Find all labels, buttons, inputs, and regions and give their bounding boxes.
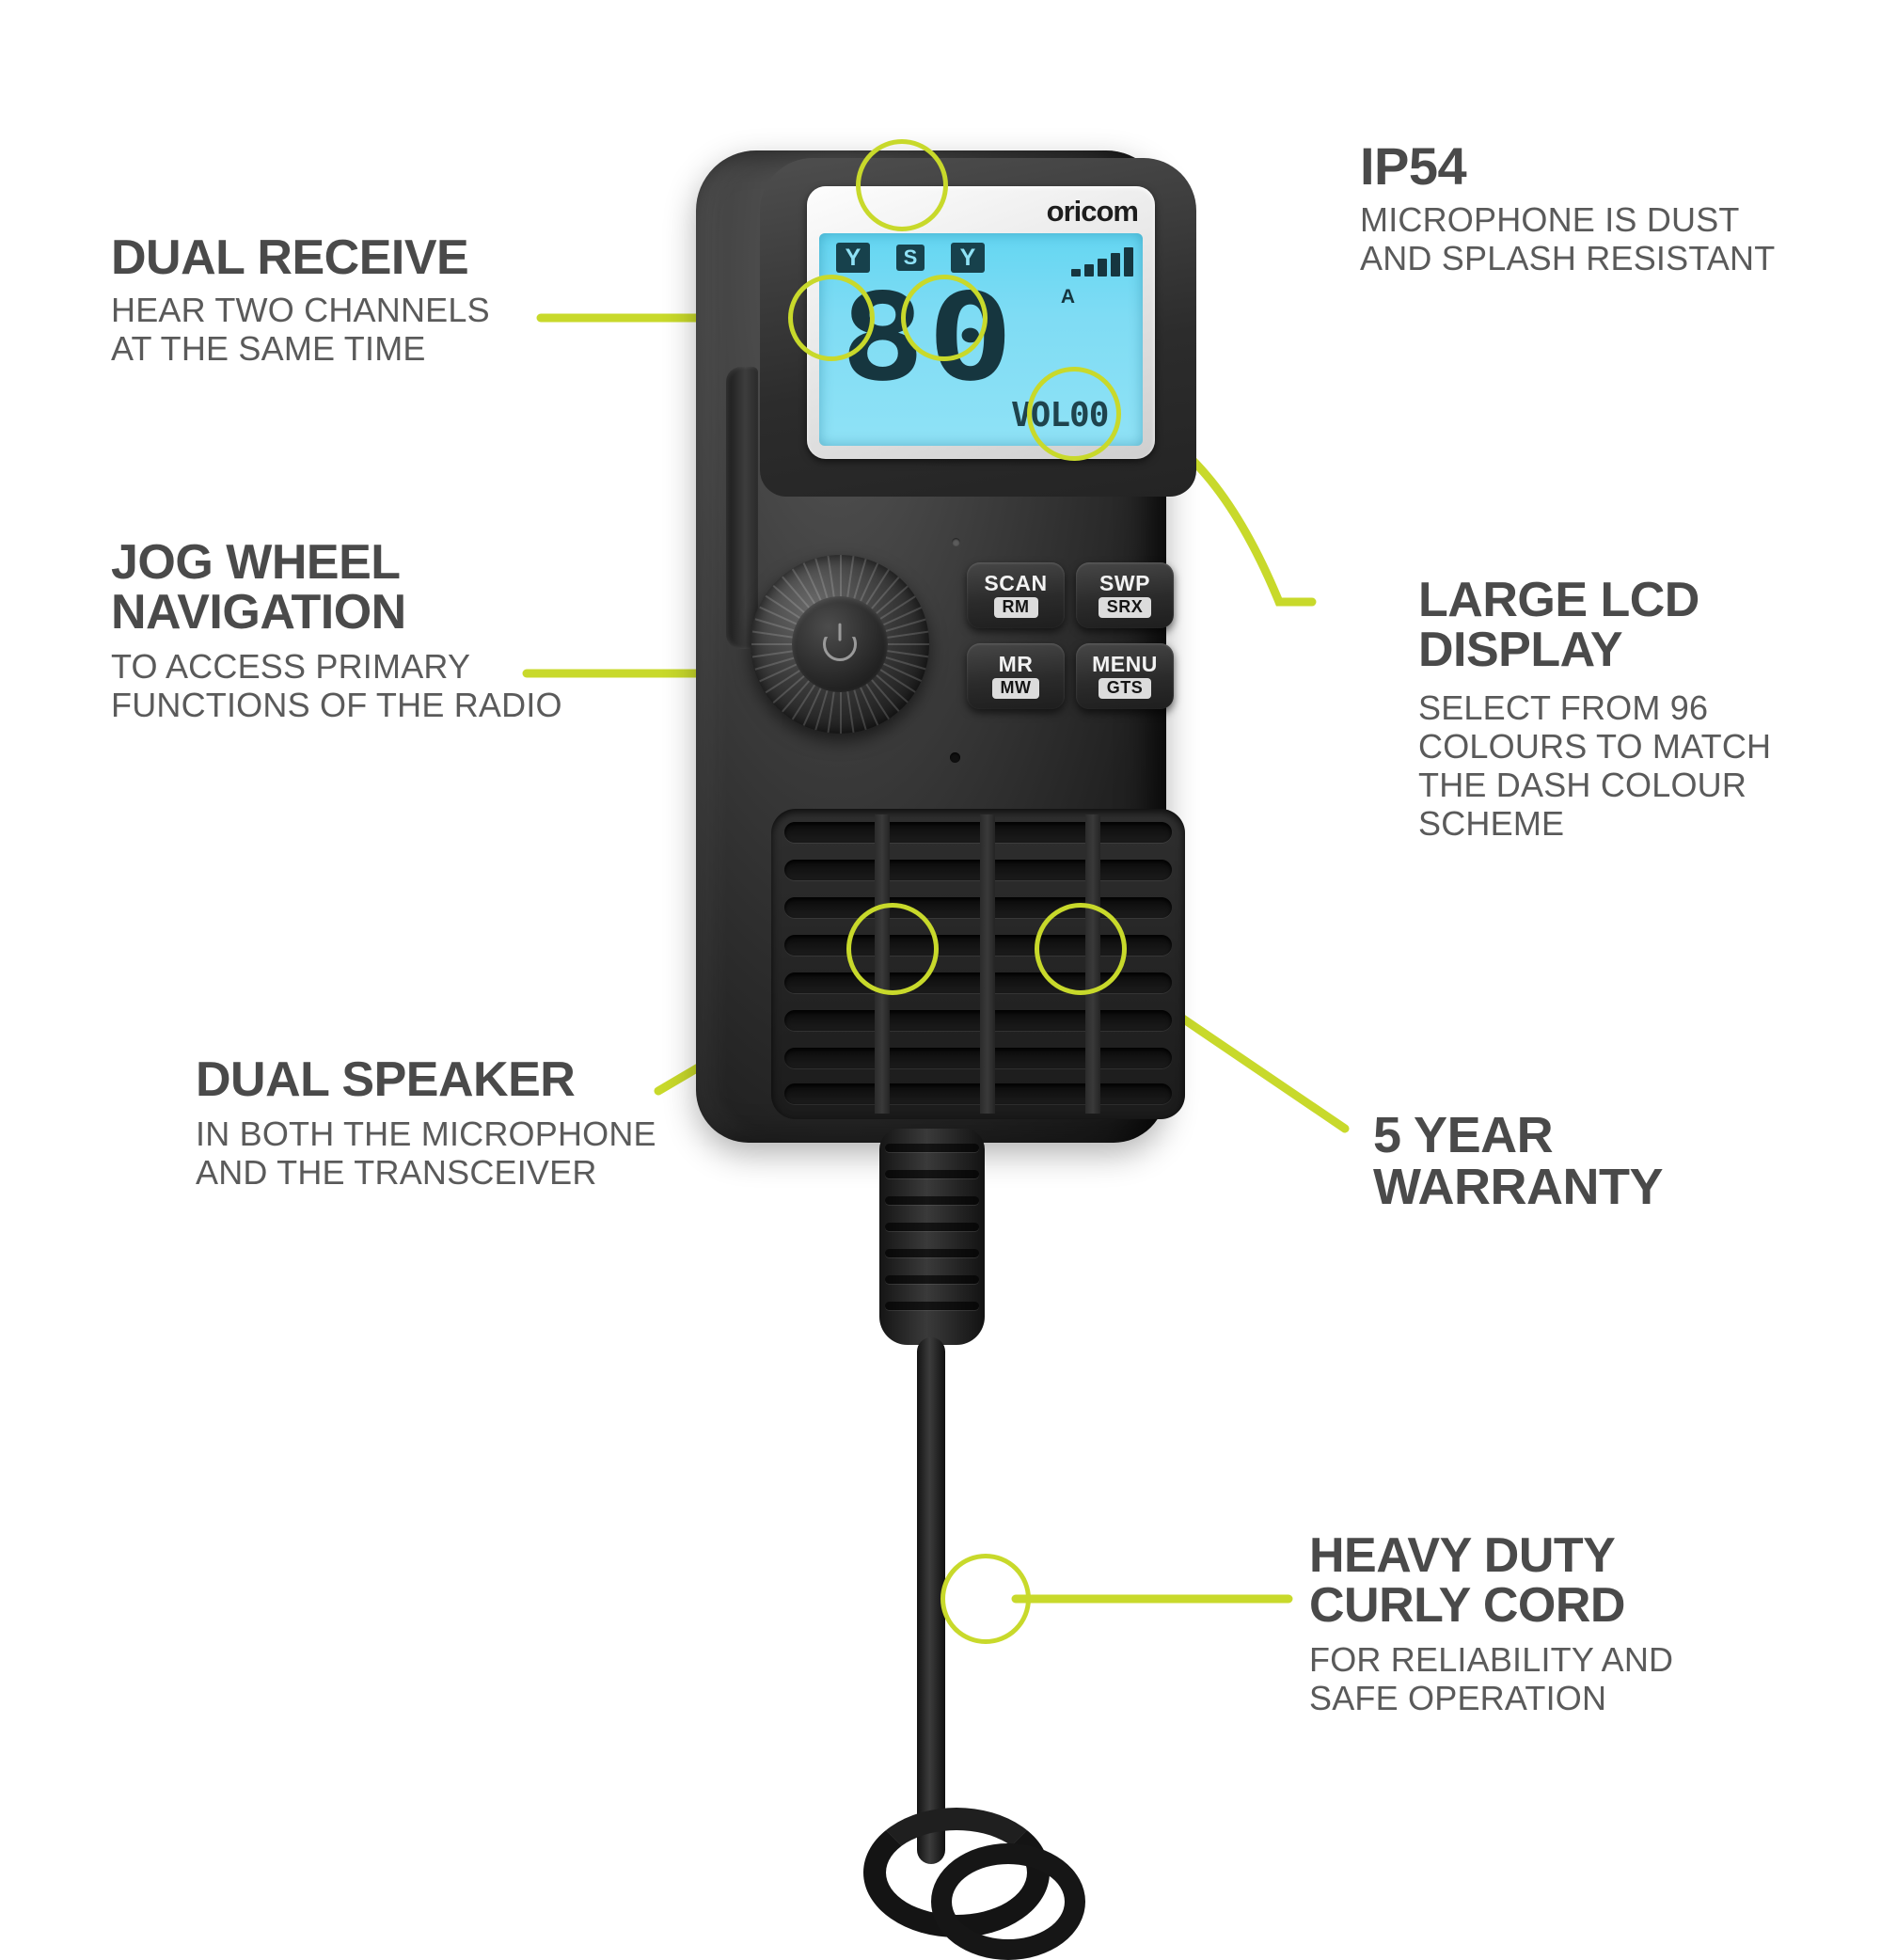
highlight-ring-dual-recv-2 bbox=[901, 275, 988, 361]
callout-warranty: 5 YEAR WARRANTY bbox=[1373, 1107, 1825, 1216]
button-scan-label: SCAN bbox=[984, 571, 1048, 596]
brand-logo: oricom bbox=[1046, 195, 1139, 228]
callout-jog-wheel: JOG WHEEL NAVIGATION TO ACCESS PRIMARY F… bbox=[111, 535, 600, 725]
button-swp-sublabel: SRX bbox=[1098, 597, 1152, 618]
callout-large-lcd: LARGE LCD DISPLAY SELECT FROM 96 COLOURS… bbox=[1418, 573, 1860, 844]
highlight-ring-ip54 bbox=[856, 139, 948, 231]
callout-ip54-desc: MICROPHONE IS DUST AND SPLASH RESISTANT bbox=[1360, 200, 1776, 278]
button-swp-label: SWP bbox=[1099, 571, 1150, 596]
callout-curly-cord-desc: FOR RELIABILITY AND SAFE OPERATION bbox=[1309, 1640, 1674, 1718]
button-scan[interactable]: SCAN RM bbox=[967, 562, 1065, 628]
microphone-port bbox=[950, 752, 960, 763]
jog-wheel[interactable] bbox=[751, 555, 929, 734]
speaker-microphone-photo: oricom Y S Y A 80 VOL00 bbox=[649, 150, 1213, 1960]
callout-dual-speaker-desc: IN BOTH THE MICROPHONE AND THE TRANSCEIV… bbox=[196, 1114, 656, 1193]
button-swp[interactable]: SWP SRX bbox=[1076, 562, 1174, 628]
button-scan-sublabel: RM bbox=[993, 597, 1038, 618]
band-indicator: A bbox=[1060, 286, 1075, 308]
callout-ip54-title: IP54 bbox=[1360, 136, 1467, 196]
cord-strain-relief bbox=[879, 1129, 985, 1345]
callout-large-lcd-desc: SELECT FROM 96 COLOURS TO MATCH THE DASH… bbox=[1418, 688, 1772, 844]
scan-s-icon: S bbox=[896, 245, 925, 271]
highlight-ring-cord bbox=[940, 1554, 1031, 1644]
speaker-grille bbox=[771, 809, 1185, 1119]
highlight-ring-warranty bbox=[1035, 903, 1127, 995]
callout-jog-wheel-desc: TO ACCESS PRIMARY FUNCTIONS OF THE RADIO bbox=[111, 647, 562, 725]
callout-jog-wheel-title: JOG WHEEL NAVIGATION bbox=[111, 535, 406, 640]
button-mr-label: MR bbox=[998, 652, 1034, 677]
callout-ip54: IP54 MICROPHONE IS DUST AND SPLASH RESIS… bbox=[1360, 139, 1881, 277]
callout-dual-speaker-title: DUAL SPEAKER bbox=[196, 1052, 576, 1107]
power-icon bbox=[823, 637, 857, 661]
highlight-ring-lcd bbox=[1027, 367, 1121, 461]
callout-curly-cord: HEAVY DUTY CURLY CORD FOR RELIABILITY AN… bbox=[1309, 1528, 1817, 1718]
callout-curly-cord-title: HEAVY DUTY CURLY CORD bbox=[1309, 1528, 1625, 1634]
button-menu-label: MENU bbox=[1092, 652, 1158, 677]
button-menu-sublabel: GTS bbox=[1098, 678, 1152, 699]
button-mr-sublabel: MW bbox=[991, 678, 1040, 699]
callout-dual-receive-title: DUAL RECEIVE bbox=[111, 230, 469, 285]
callout-dual-receive-desc: HEAR TWO CHANNELS AT THE SAME TIME bbox=[111, 291, 490, 369]
callout-large-lcd-title: LARGE LCD DISPLAY bbox=[1418, 573, 1699, 678]
ptt-button[interactable] bbox=[726, 367, 758, 649]
antenna-left-icon: Y bbox=[836, 243, 870, 273]
infographic-canvas: oricom Y S Y A 80 VOL00 bbox=[111, 139, 1881, 1960]
jog-wheel-hub[interactable] bbox=[792, 596, 888, 692]
callout-warranty-title: 5 YEAR WARRANTY bbox=[1373, 1107, 1663, 1216]
signal-strength-bars bbox=[1071, 245, 1133, 277]
callout-dual-receive: DUAL RECEIVE HEAR TWO CHANNELS AT THE SA… bbox=[111, 230, 553, 369]
button-menu[interactable]: MENU GTS bbox=[1076, 643, 1174, 709]
highlight-ring-speaker bbox=[846, 903, 939, 995]
highlight-ring-dual-recv-1 bbox=[788, 275, 875, 361]
callout-dual-speaker: DUAL SPEAKER IN BOTH THE MICROPHONE AND … bbox=[196, 1052, 722, 1193]
antenna-right-icon: Y bbox=[951, 243, 985, 273]
button-mr[interactable]: MR MW bbox=[967, 643, 1065, 709]
status-led bbox=[952, 538, 960, 546]
cord-coil-lower bbox=[931, 1843, 1085, 1960]
power-icon-stem bbox=[838, 623, 842, 641]
